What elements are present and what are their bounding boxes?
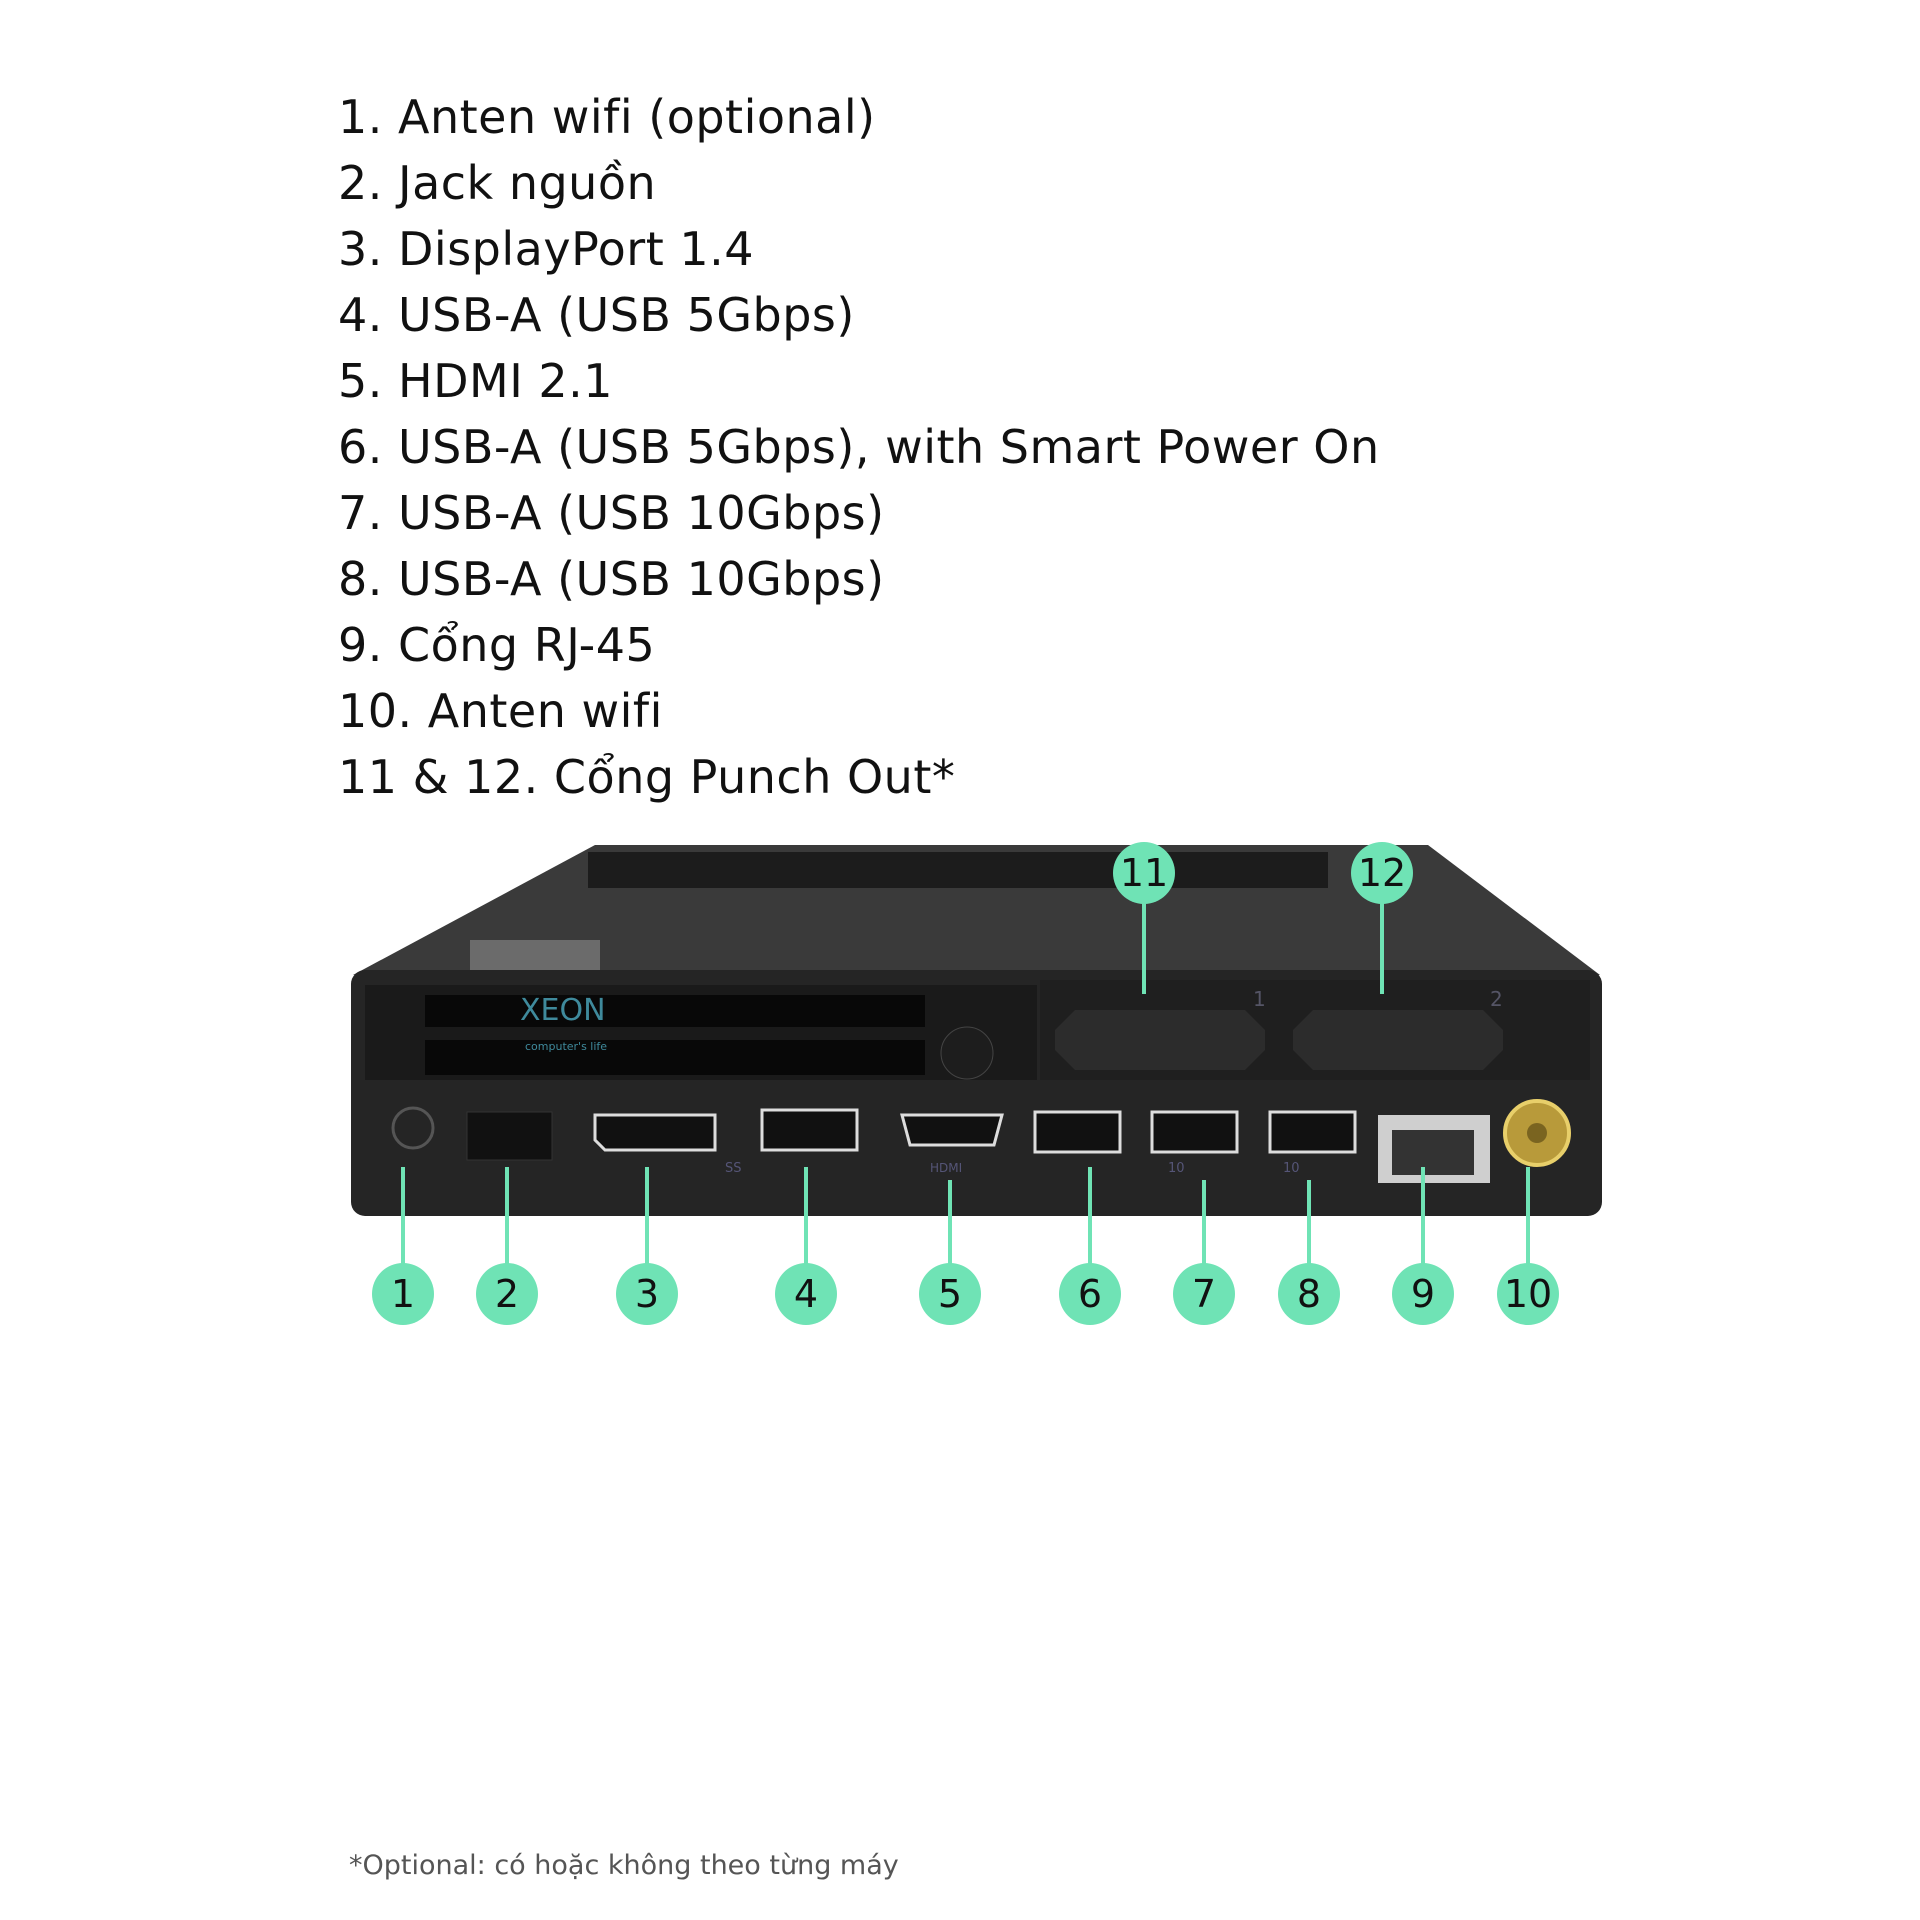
- callout-marker-9: [1392, 1263, 1454, 1325]
- spec-item: 1. Anten wifi (optional): [338, 90, 876, 144]
- footnote: *Optional: có hoặc không theo từng máy: [349, 1850, 899, 1881]
- hdmi-label: HDMI: [930, 1161, 962, 1175]
- callout-number: 5: [938, 1272, 962, 1316]
- displayport-port[interactable]: [593, 1113, 717, 1152]
- spec-item: 6. USB-A (USB 5Gbps), with Smart Power O…: [338, 420, 1380, 474]
- hdmi-port[interactable]: [900, 1113, 1004, 1147]
- antenna-cap: [391, 1106, 435, 1150]
- spec-item: 2. Jack nguồn: [338, 156, 657, 210]
- callout-number: 9: [1411, 1272, 1435, 1316]
- screw: [940, 1026, 994, 1080]
- callout-marker-10: [1497, 1263, 1559, 1325]
- punch-out-slot-2[interactable]: [1293, 1010, 1503, 1070]
- callout-markers: [372, 842, 1559, 1325]
- callout-number: 10: [1504, 1272, 1552, 1316]
- callout-number: 6: [1078, 1272, 1102, 1316]
- spec-item: 10. Anten wifi: [338, 684, 663, 738]
- callout-marker-8: [1278, 1263, 1340, 1325]
- callout-number: 1: [391, 1272, 415, 1316]
- usb-a-port-4[interactable]: [760, 1108, 859, 1152]
- power-jack[interactable]: [466, 1111, 553, 1161]
- callout-marker-1: [372, 1263, 434, 1325]
- usb-a-port-7[interactable]: [1150, 1110, 1239, 1154]
- callout-number: 11: [1120, 851, 1168, 895]
- usb5-label: SS: [725, 1161, 742, 1176]
- slot-2-label: 2: [1490, 987, 1503, 1011]
- callout-marker-4: [775, 1263, 837, 1325]
- callout-number: 7: [1192, 1272, 1216, 1316]
- spec-item: 3. DisplayPort 1.4: [338, 222, 755, 276]
- usb-a-port-6[interactable]: [1033, 1110, 1122, 1154]
- callout-number: 3: [635, 1272, 659, 1316]
- usb-a-port-8[interactable]: [1268, 1110, 1357, 1154]
- callout-number: 8: [1297, 1272, 1321, 1316]
- spec-item: 5. HDMI 2.1: [338, 354, 614, 408]
- port-spec-list: 1. Anten wifi (optional) 2. Jack nguồn 3…: [338, 84, 1380, 810]
- spec-item: 8. USB-A (USB 10Gbps): [338, 552, 885, 606]
- callout-marker-5: [919, 1263, 981, 1325]
- punch-out-slot-1[interactable]: [1055, 1010, 1265, 1070]
- spec-item: 9. Cổng RJ-45: [338, 618, 656, 672]
- callout-number: 4: [794, 1272, 818, 1316]
- watermark-logo: XEON: [520, 993, 606, 1028]
- spec-item: 7. USB-A (USB 10Gbps): [338, 486, 885, 540]
- callout-marker-12: [1351, 842, 1413, 904]
- callout-lines: [401, 900, 1530, 1265]
- callout-number: 2: [495, 1272, 519, 1316]
- usb10-label-8: 10: [1283, 1161, 1300, 1176]
- callout-marker-6: [1059, 1263, 1121, 1325]
- slot-1-label: 1: [1253, 987, 1266, 1011]
- spec-item: 11 & 12. Cổng Punch Out*: [338, 750, 956, 804]
- vent-slots: [425, 995, 925, 1075]
- watermark-tagline: computer's life: [525, 1040, 607, 1053]
- callout-marker-3: [616, 1263, 678, 1325]
- callout-marker-11: [1113, 842, 1175, 904]
- callout-marker-2: [476, 1263, 538, 1325]
- callout-number: 12: [1358, 851, 1406, 895]
- vpro-badge: [470, 940, 600, 972]
- top-vent: [588, 852, 1328, 888]
- spec-item: 4. USB-A (USB 5Gbps): [338, 288, 855, 342]
- usb10-label-7: 10: [1168, 1161, 1185, 1176]
- callout-marker-7: [1173, 1263, 1235, 1325]
